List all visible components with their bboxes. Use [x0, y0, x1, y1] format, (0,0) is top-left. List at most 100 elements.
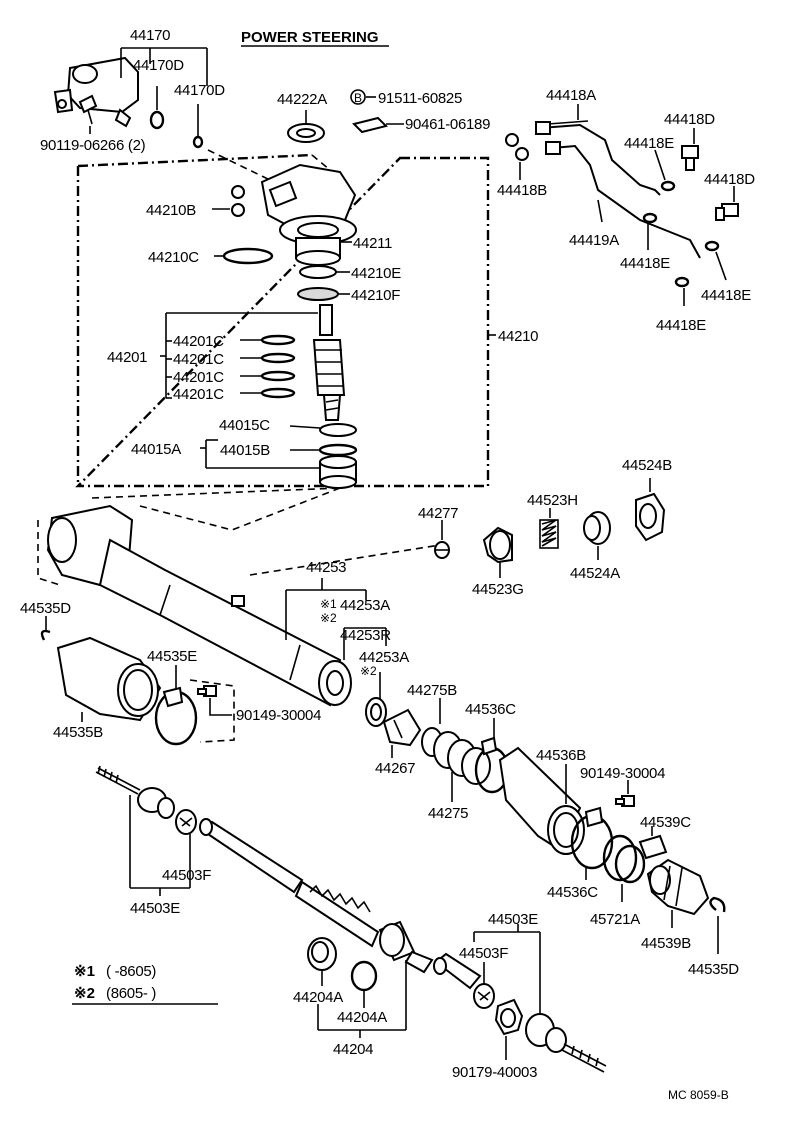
- part-44210F-bearing: [297, 287, 339, 301]
- bolt-mark-circle: [350, 89, 366, 105]
- label-44418E-c: 44418E: [701, 287, 751, 304]
- part-44211: [295, 237, 341, 266]
- label-44536C-a: 44536C: [465, 701, 516, 718]
- part-44015C-bearing: [319, 423, 357, 437]
- part-44277-plug: [434, 541, 450, 559]
- label-44503F-b: 44503F: [459, 945, 508, 962]
- label-44201C-1: 44201C: [173, 333, 224, 350]
- label-44253-mark2: ※2: [320, 611, 337, 625]
- diagram-title: POWER STEERING: [241, 29, 379, 46]
- legend-text-1: ( -8605): [106, 963, 156, 980]
- part-90179-locknut: [494, 998, 524, 1036]
- label-44015A: 44015A: [131, 441, 181, 458]
- label-44201C-2: 44201C: [173, 351, 224, 368]
- leader-44503-left: [129, 795, 191, 896]
- label-90149-a: 90149-30004: [236, 707, 321, 724]
- label-44539B: 44539B: [641, 935, 691, 952]
- label-44535D-b: 44535D: [688, 961, 739, 978]
- label-91511: 91511-60825: [378, 90, 462, 107]
- label-44210B: 44210B: [146, 202, 196, 219]
- label-44222A: 44222A: [277, 91, 327, 108]
- label-90461: 90461-06189: [405, 116, 490, 133]
- part-44535D-clip-b: [709, 896, 726, 913]
- label-44418A: 44418A: [546, 87, 596, 104]
- part-44201C-ring-1: [260, 334, 296, 346]
- guide-housing-mid: [139, 487, 341, 531]
- guide-housing-top: [91, 487, 341, 499]
- leader-44253: [285, 578, 387, 700]
- footer-code: MC 8059-B: [668, 1088, 729, 1102]
- part-44015A-seal: [319, 455, 357, 489]
- part-44524B-locknut: [635, 492, 666, 542]
- label-44253A-mark1: ※1: [320, 597, 337, 611]
- part-44201C-ring-3: [260, 370, 296, 382]
- part-44418E-washer-b: [642, 212, 658, 224]
- label-44535D-a: 44535D: [20, 600, 71, 617]
- label-44419A: 44419A: [569, 232, 619, 249]
- part-44015B-oring: [318, 443, 358, 457]
- legend: ※1 ( -8605) ※2 (8605- ): [72, 963, 218, 1005]
- label-44201: 44201: [107, 349, 147, 366]
- label-44275: 44275: [428, 805, 468, 822]
- part-44210E-washer: [299, 265, 337, 279]
- label-44277: 44277: [418, 505, 458, 522]
- part-44418A-tube: [535, 120, 661, 196]
- legend-text-2: (8605- ): [106, 985, 156, 1002]
- part-44418E-washer-c: [704, 240, 720, 252]
- label-44418E-b: 44418E: [620, 255, 670, 272]
- part-44524A-plug: [583, 511, 611, 545]
- part-44503F-nut-left: [175, 809, 197, 835]
- box-44210: [75, 153, 490, 488]
- part-44275-grommet: [421, 727, 491, 785]
- part-44267-bushing: [365, 697, 387, 727]
- label-44204A-a: 44204A: [293, 989, 343, 1006]
- label-44015B: 44015B: [220, 442, 270, 459]
- part-44170D-oring-a: [149, 110, 165, 130]
- part-44275B-bracket: [382, 708, 422, 747]
- label-44210F: 44210F: [351, 287, 400, 304]
- label-44170D-b: 44170D: [174, 82, 225, 99]
- legend-mark-1: ※1: [74, 963, 95, 980]
- label-44210C: 44210C: [148, 249, 199, 266]
- label-45721A: 45721A: [590, 911, 640, 928]
- label-44210E: 44210E: [351, 265, 401, 282]
- part-rack-end-segment: [404, 950, 434, 974]
- leader-44503-right: [473, 924, 541, 1060]
- label-44524B: 44524B: [622, 457, 672, 474]
- part-44204A-bushing-main: [378, 920, 416, 962]
- label-44503F-a: 44503F: [162, 867, 211, 884]
- part-44418B-nut-a: [505, 133, 519, 147]
- label-44418B: 44418B: [497, 182, 547, 199]
- part-44539C-clip: [638, 834, 668, 860]
- label-90119: 90119-06266 (2): [40, 137, 146, 154]
- guide-44277: [249, 544, 441, 576]
- part-44503E-tie-rod-end-left: [95, 765, 175, 819]
- label-44418D-b: 44418D: [704, 171, 755, 188]
- part-44204A-bushing-a: [307, 937, 337, 971]
- label-44204A-b: 44204A: [337, 1009, 387, 1026]
- label-44201C-4: 44201C: [173, 386, 224, 403]
- label-44418E-a: 44418E: [624, 135, 674, 152]
- part-44204A-oring: [350, 960, 378, 992]
- part-90461-clip: [352, 116, 388, 134]
- part-44503E-tie-rod-end-right: [525, 1013, 607, 1073]
- part-44418B-nut-b: [515, 147, 529, 161]
- label-44503E-b: 44503E: [488, 911, 538, 928]
- part-44253-rack-housing: [46, 504, 352, 707]
- leader-44201: [160, 312, 318, 399]
- label-44536C-b: 44536C: [547, 884, 598, 901]
- label-44204: 44204: [333, 1041, 373, 1058]
- part-rack-bar: [199, 818, 380, 948]
- label-44201C-3: 44201C: [173, 369, 224, 386]
- label-44503E-a: 44503E: [130, 900, 180, 917]
- legend-mark-2: ※2: [74, 985, 95, 1002]
- part-rack-end: [433, 952, 482, 990]
- label-90179: 90179-40003: [452, 1064, 537, 1081]
- leader-44170: [89, 47, 208, 136]
- guide-housing-left: [37, 520, 61, 586]
- label-44535E: 44535E: [147, 648, 197, 665]
- label-44275B: 44275B: [407, 682, 457, 699]
- part-44210C-oring: [222, 247, 274, 265]
- label-44535B: 44535B: [53, 724, 103, 741]
